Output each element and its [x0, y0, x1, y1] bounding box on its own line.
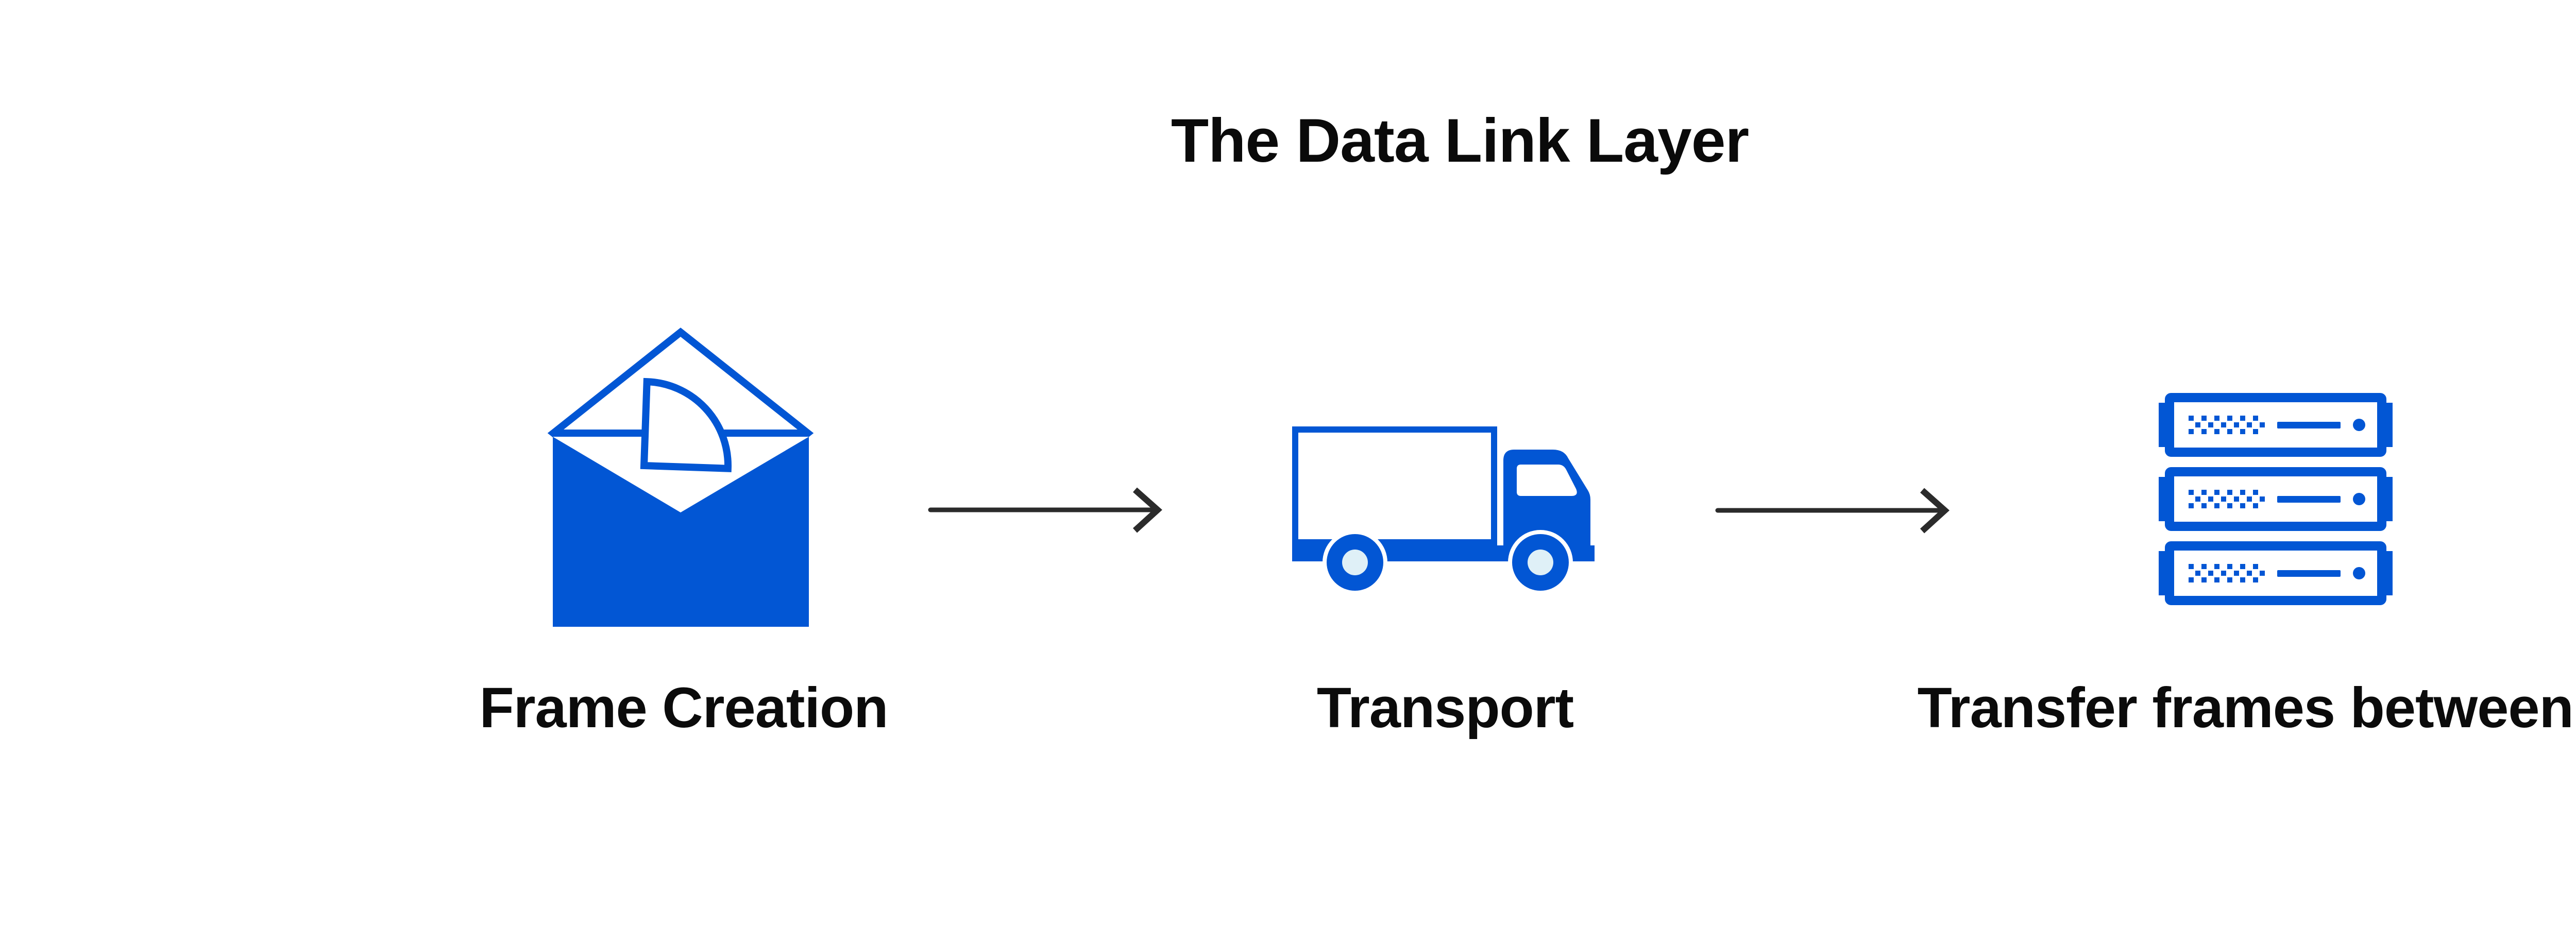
envelope-letter-icon: [547, 328, 814, 627]
arrow-right-icon: [928, 487, 1162, 533]
delivery-truck-icon: [1292, 426, 1595, 595]
server-unit: [2159, 472, 2393, 526]
arrow-right-icon: [1715, 488, 1950, 534]
step-label-transport: Transport: [1316, 676, 1574, 740]
envelope-inner-pocket: [553, 437, 809, 512]
truck-cargo-box: [1292, 426, 1497, 545]
server-unit: [2159, 546, 2393, 601]
server-unit: [2159, 398, 2393, 452]
step-label-transfer-frames: Transfer frames between net: [1917, 676, 2576, 740]
step-label-frame-creation: Frame Creation: [479, 676, 889, 740]
server-stack-icon: [2148, 384, 2406, 615]
truck-rear-wheel: [1323, 530, 1387, 595]
truck-front-wheel: [1508, 530, 1573, 595]
page-title: The Data Link Layer: [1171, 106, 1749, 175]
arrow-head: [1132, 487, 1162, 533]
truck-window: [1517, 465, 1577, 496]
arrow-head: [1920, 488, 1950, 534]
letter-sheet: [640, 378, 732, 472]
